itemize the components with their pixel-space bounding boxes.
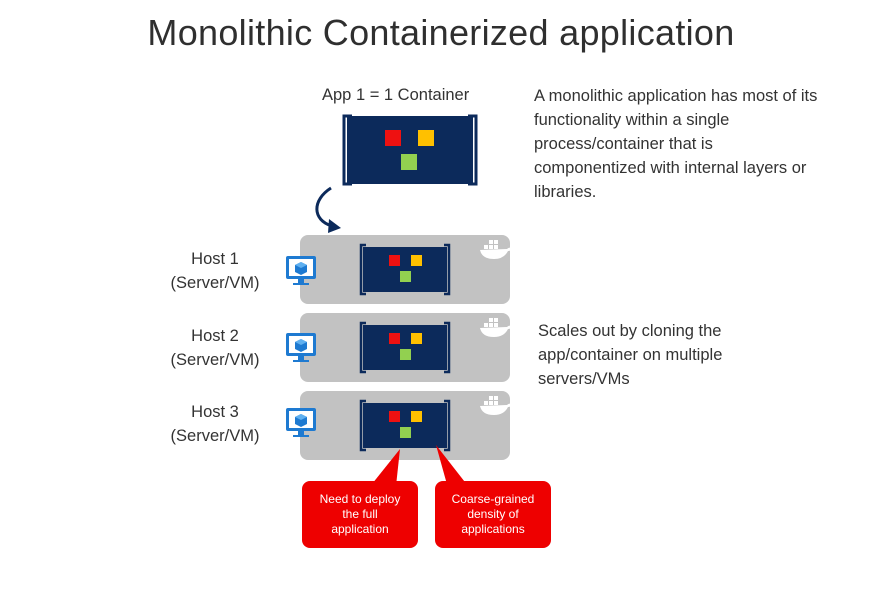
callout-2-pointer: [436, 445, 468, 488]
host-3-type: (Server/VM): [170, 427, 260, 445]
host-3-name: Host 3: [191, 403, 239, 421]
scale-out-text: Scales out by cloning the app/container …: [538, 322, 723, 388]
monolith-description: A monolithic application has most of its…: [534, 87, 818, 201]
host-2-container: [359, 321, 451, 374]
host-3-docker-whale-icon: [480, 396, 512, 415]
host-1-container: [359, 243, 451, 296]
host-1-docker-whale-icon: [480, 240, 512, 259]
host-1-label: Host 1 (Server/VM): [150, 247, 280, 295]
host-1-name: Host 1: [191, 250, 239, 268]
host-1-monitor-icon: [286, 256, 316, 285]
host-2-docker-whale-icon: [480, 318, 512, 337]
main-container: [342, 114, 478, 186]
host-2-name: Host 2: [191, 327, 239, 345]
callout-coarse-density-text: Coarse-grained density of applications: [451, 492, 535, 536]
callout-deploy-full-text: Need to deploy the full application: [319, 492, 401, 536]
callout-deploy-full: Need to deploy the full application: [302, 481, 418, 548]
host-2-label: Host 2 (Server/VM): [150, 324, 280, 372]
host-3-label: Host 3 (Server/VM): [150, 400, 280, 448]
host-2-type: (Server/VM): [170, 351, 260, 369]
callout-1-pointer: [372, 449, 400, 486]
host-2-monitor-icon: [286, 333, 316, 362]
callout-coarse-density: Coarse-grained density of applications: [435, 481, 551, 548]
app-container-label: App 1 = 1 Container: [322, 86, 470, 104]
host-3-container: [359, 399, 451, 452]
host-3-monitor-icon: [286, 408, 316, 437]
diagram-title: Monolithic Containerized application: [147, 12, 735, 53]
curved-arrow-icon: [315, 186, 341, 233]
host-1-type: (Server/VM): [170, 274, 260, 292]
